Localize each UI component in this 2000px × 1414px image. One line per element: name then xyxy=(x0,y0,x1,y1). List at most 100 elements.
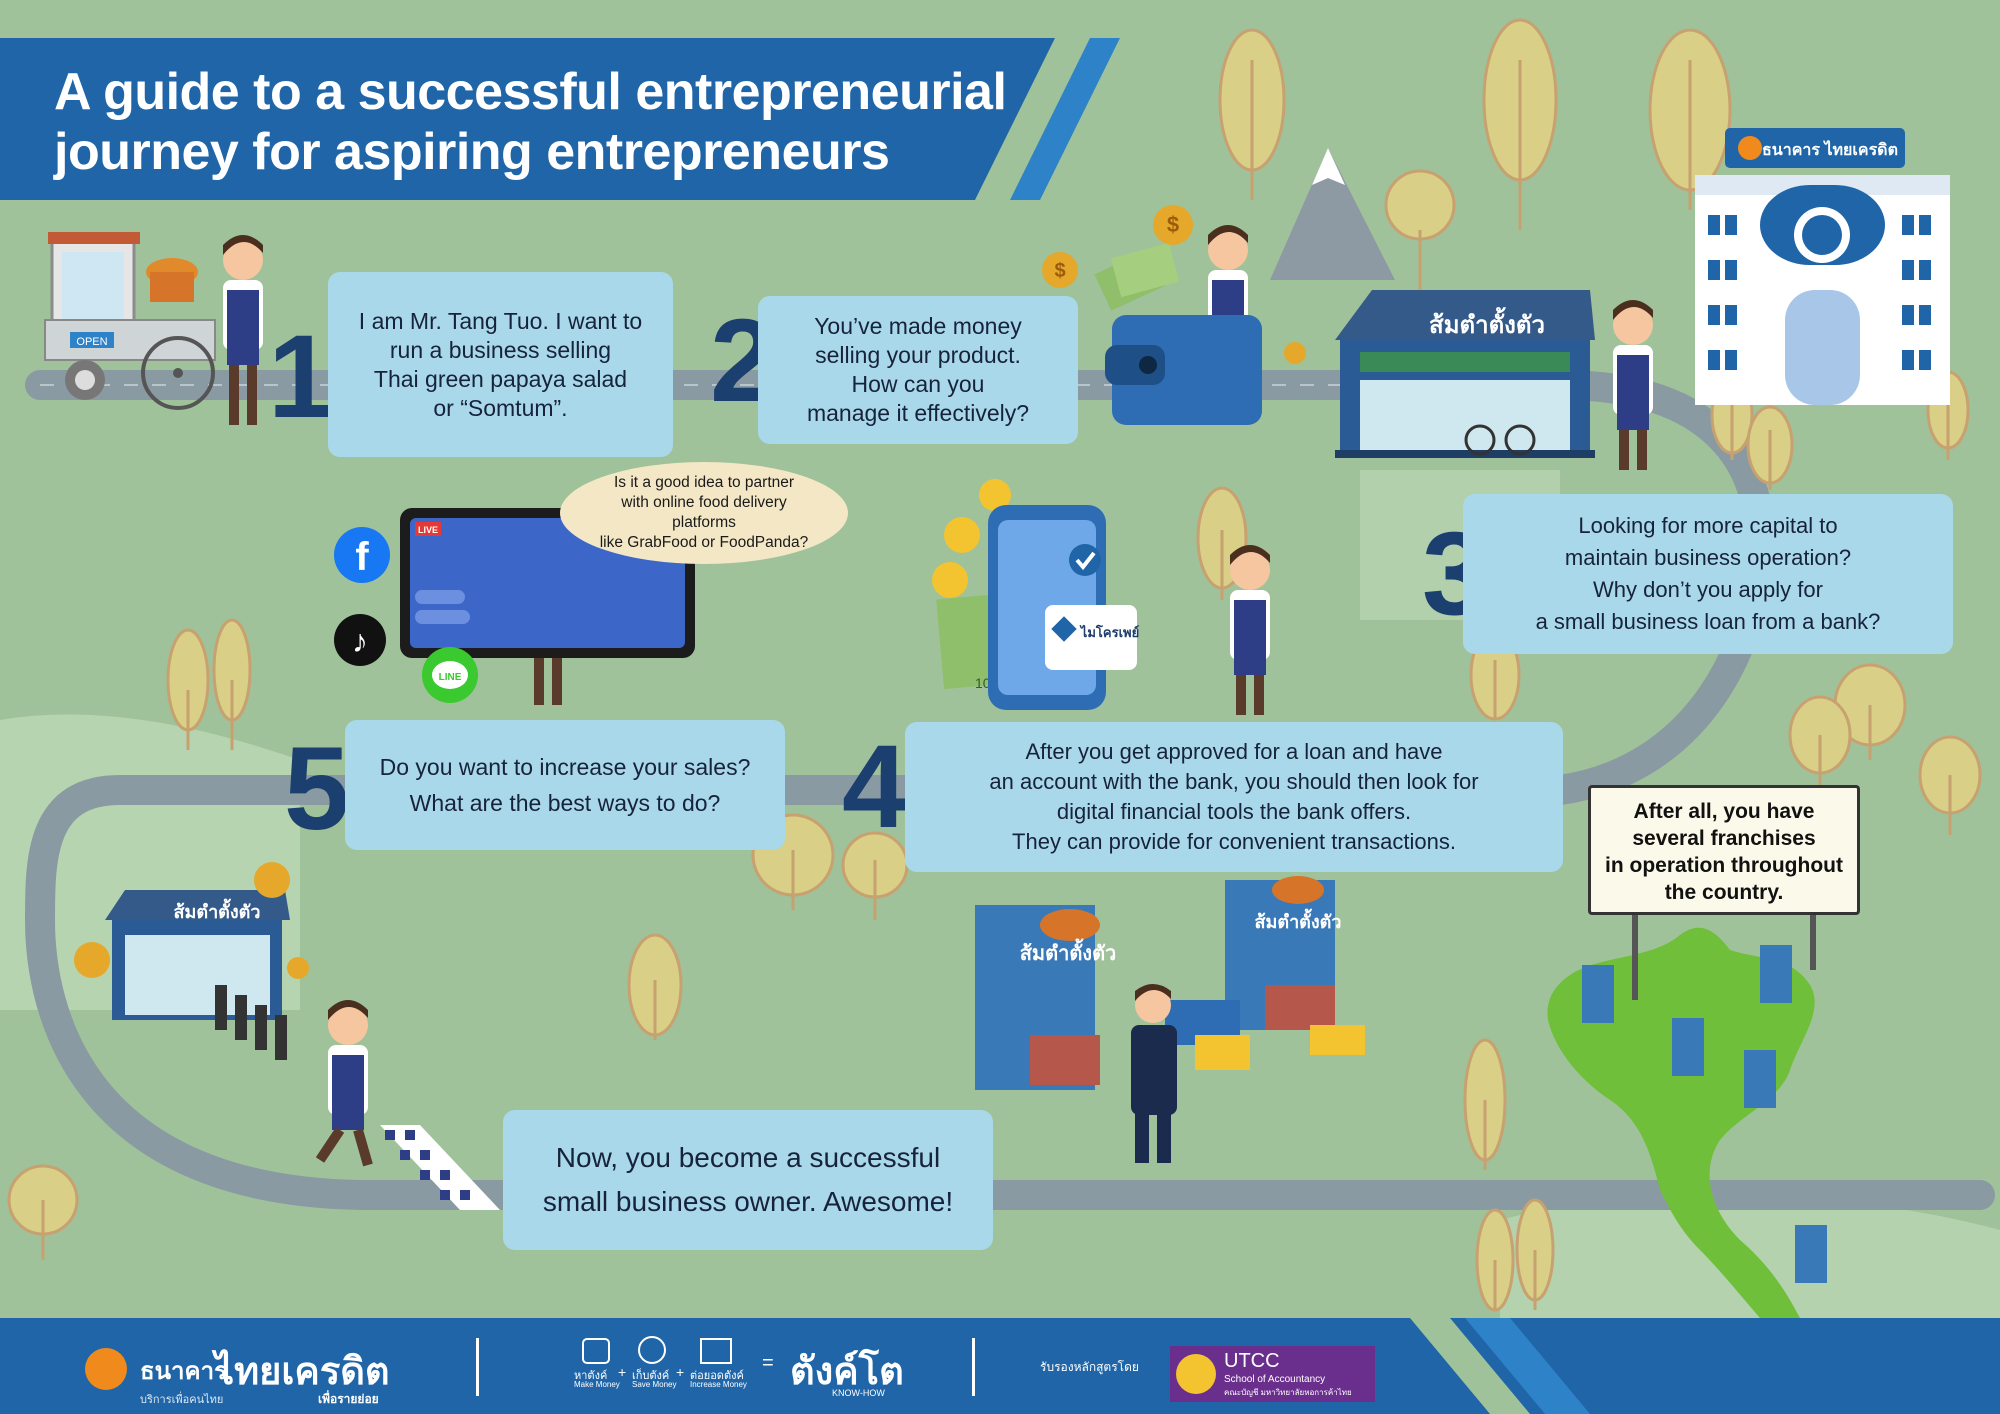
small-shop-with-customers: ส้มตำตั้งตัว xyxy=(74,862,309,1060)
svg-text:$: $ xyxy=(1167,212,1179,237)
chef-character xyxy=(1230,545,1270,715)
svg-text:$: $ xyxy=(1054,260,1065,282)
thought-text-line: Is it a good idea to partner xyxy=(613,474,795,491)
billboard-text-line: several franchises xyxy=(1632,827,1816,850)
utcc-logo-box: UTCC School of Accountancy คณะบัญชี มหาว… xyxy=(1170,1346,1375,1402)
franchise-sign: ส้มตำตั้งตัว xyxy=(1020,938,1117,965)
tiktok-icon: ♪ xyxy=(334,614,386,666)
tree xyxy=(627,933,683,1040)
franchise-billboard: After all, you have several franchises i… xyxy=(1588,785,1860,915)
svg-text:♪: ♪ xyxy=(352,623,368,659)
step-1-text-line: Thai green papaya salad xyxy=(373,365,628,392)
make-money-icon xyxy=(582,1338,610,1364)
step-number-4: 4 xyxy=(842,721,908,853)
billboard-posts xyxy=(1632,910,1816,1000)
step-3-text-line: Looking for more capital to xyxy=(1578,513,1838,538)
chef-character xyxy=(1613,300,1653,470)
franchise-buildings: ส้มตำตั้งตัว ส้มตำตั้งตัว xyxy=(975,876,1365,1090)
billboard-text-line: the country. xyxy=(1664,881,1784,904)
step-4-bubble: After you get approved for a loan and ha… xyxy=(905,722,1563,872)
wallet-with-money: $ $ xyxy=(1042,205,1306,425)
step-4-text-line: an account with the bank, you should the… xyxy=(989,769,1479,794)
step-1-bubble: I am Mr. Tang Tuo. I want to run a busin… xyxy=(328,272,673,457)
billboard-text-line: After all, you have xyxy=(1633,800,1815,823)
footer-plus: + xyxy=(618,1364,627,1380)
footer-divider xyxy=(476,1338,479,1396)
billboard-text-line: in operation throughout xyxy=(1605,854,1843,877)
step-number-1: 1 xyxy=(268,311,334,443)
final-text-line: small business owner. Awesome! xyxy=(542,1186,954,1217)
footer-bar: ธนาคาร ไทยเครดิต บริการเพื่อคนไทย เพื่อร… xyxy=(0,1318,2000,1414)
thought-bubble: Is it a good idea to partner with online… xyxy=(560,462,848,564)
bank-building: ธนาคาร ไทยเครดิต xyxy=(1695,128,1950,405)
page-title: A guide to a successful entrepreneurial … xyxy=(54,62,1054,182)
footer-step-thai: หาตังค์ xyxy=(574,1370,608,1382)
footer-certified-by: รับรองหลักสูตรโดย xyxy=(1040,1360,1139,1374)
page-title-line: A guide to a successful entrepreneurial xyxy=(54,63,1007,121)
utcc-seal-icon xyxy=(1176,1354,1216,1394)
final-text-line: Now, you become a successful xyxy=(555,1142,941,1173)
footer-step-en: Save Money xyxy=(632,1380,677,1389)
live-badge: LIVE xyxy=(418,525,438,535)
tree xyxy=(1746,405,1794,490)
step-4-text-line: digital financial tools the bank offers. xyxy=(1056,799,1412,824)
footer-bank-tagline: เพื่อรายย่อย xyxy=(318,1392,379,1406)
step-5-text-line: What are the best ways to do? xyxy=(409,790,721,816)
tree xyxy=(1482,18,1558,230)
step-3-text-line: Why don’t you apply for xyxy=(1593,577,1823,602)
step-1-text-line: or “Somtum”. xyxy=(433,394,568,421)
footer-bank-subtitle: บริการเพื่อคนไทย xyxy=(140,1394,224,1406)
somtum-shop: ส้มตำตั้งตัว xyxy=(1335,290,1595,458)
mobile-banking-phone: 100 ไมโครเพย์ xyxy=(932,479,1139,710)
footer-utcc-thai: คณะบัญชี มหาวิทยาลัยหอการค้าไทย xyxy=(1224,1388,1352,1397)
step-3-text-line: maintain business operation? xyxy=(1564,545,1852,570)
tree xyxy=(212,618,252,750)
thailand-map xyxy=(1547,927,1827,1318)
footer-step-en: Make Money xyxy=(574,1380,620,1389)
tree xyxy=(1475,1208,1515,1312)
finish-line xyxy=(380,1125,500,1210)
increase-money-icon xyxy=(700,1338,732,1364)
footer-step-thai: ต่อยอดตังค์ xyxy=(690,1370,744,1382)
tree xyxy=(1648,28,1732,210)
footer-stripes xyxy=(1410,1318,1590,1414)
step-3-bubble: Looking for more capital to maintain bus… xyxy=(1463,494,1953,654)
phone-app-label: ไมโครเพย์ xyxy=(1079,624,1139,640)
franchise-sign: ส้มตำตั้งตัว xyxy=(1255,908,1342,932)
businessman xyxy=(1131,984,1177,1163)
footer-plus: + xyxy=(676,1364,685,1380)
step-2-text-line: selling your product. xyxy=(815,342,1021,368)
chef-character-jumping xyxy=(315,1000,373,1167)
footer-step-en: Increase Money xyxy=(690,1380,747,1389)
thought-text-line: like GrabFood or FoodPanda? xyxy=(599,534,809,551)
title-banner xyxy=(0,38,1120,200)
step-2-text-line: How can you xyxy=(851,371,985,397)
step-number-5: 5 xyxy=(284,723,350,855)
step-1-text-line: run a business selling xyxy=(389,336,612,363)
step-2-text-line: manage it effectively? xyxy=(806,400,1030,426)
tree xyxy=(1918,735,1982,835)
step-5-text-line: Do you want to increase your sales? xyxy=(379,754,751,780)
footer-utcc: UTCC xyxy=(1224,1350,1280,1372)
save-money-icon xyxy=(638,1336,666,1364)
footer-brand-sub: KNOW-HOW xyxy=(832,1388,885,1398)
page-title-line: journey for aspiring entrepreneurs xyxy=(54,123,890,181)
step-4-text-line: After you get approved for a loan and ha… xyxy=(1025,739,1443,764)
chef-character xyxy=(223,235,263,425)
final-bubble: Now, you become a successful small busin… xyxy=(503,1110,993,1250)
trees xyxy=(7,18,1982,1312)
svg-text:LINE: LINE xyxy=(439,672,462,683)
step-3-text-line: a small business loan from a bank? xyxy=(1535,609,1881,634)
tree xyxy=(166,628,210,750)
tree xyxy=(7,1164,79,1260)
tree xyxy=(1384,169,1456,290)
footer-brand: ตังค์โต xyxy=(790,1351,904,1393)
footer-bank-name: ไทยเครดิต xyxy=(215,1351,390,1393)
footer-equals: = xyxy=(762,1352,774,1374)
mountain xyxy=(1270,148,1395,280)
tree xyxy=(1218,28,1286,200)
food-cart: OPEN xyxy=(44,232,216,410)
cart-open-sign: OPEN xyxy=(76,336,107,348)
svg-text:f: f xyxy=(355,535,369,579)
